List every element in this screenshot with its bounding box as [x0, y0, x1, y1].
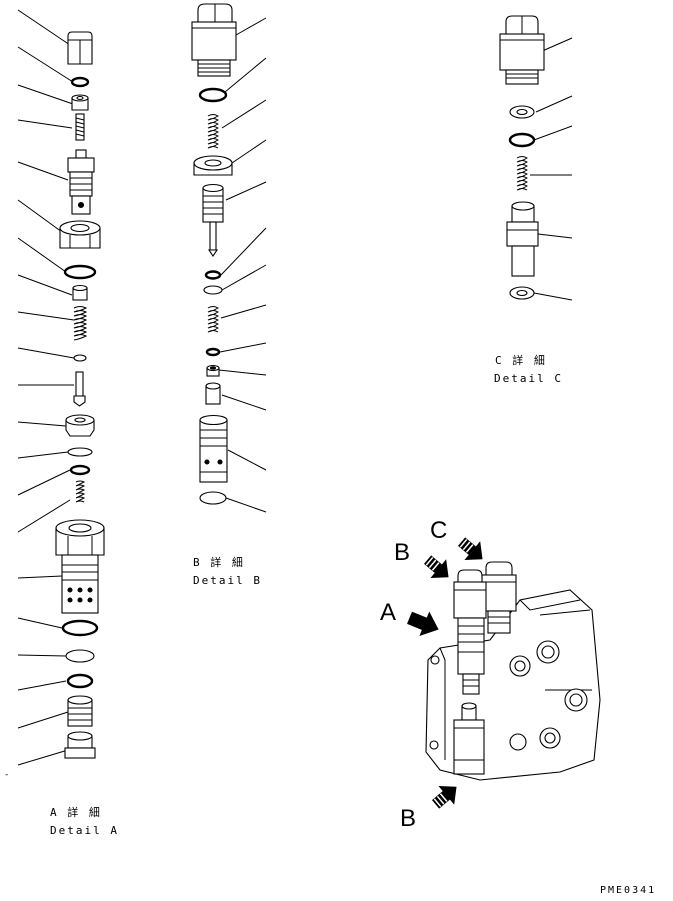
part-a-spring-2: [75, 480, 86, 503]
detail-b-leader-lines: [218, 17, 267, 513]
part-c-relief-valve-head: [499, 15, 545, 85]
part-b-poppet: [202, 183, 224, 257]
part-a-spring-1: [73, 306, 88, 341]
assembly-valve-bottom: [453, 702, 485, 775]
detail-a-caption-en: Detail A: [50, 824, 119, 837]
part-a-oring-5: [66, 673, 94, 689]
arrow-b-top-icon: [424, 555, 449, 579]
part-a-oring-4: [61, 619, 99, 637]
assembly-valve-c: [481, 561, 517, 634]
part-a-oring-2: [63, 264, 97, 280]
part-a-oring-1: [70, 76, 90, 88]
part-a-lock-nut: [59, 220, 101, 249]
part-b-oring-2: [204, 270, 222, 280]
detail-b-caption-jp: B 詳 細: [193, 555, 245, 569]
part-a-cartridge: [55, 519, 105, 614]
part-a-cap: [67, 31, 93, 65]
valve-block-body: [425, 589, 601, 781]
arrow-a-icon: [407, 611, 439, 637]
part-b-backup-ring: [203, 285, 223, 295]
detail-a-dash: -: [4, 770, 9, 780]
part-a-plug: [72, 284, 88, 301]
part-a-pin: [73, 371, 86, 407]
detail-c-caption-en: Detail C: [494, 372, 563, 385]
detail-c-leader-lines: [530, 37, 573, 301]
part-c-washer-1: [509, 105, 535, 119]
part-a-nut-small: [71, 94, 89, 111]
part-c-spring: [516, 156, 528, 191]
detail-c-group: C 詳 細 Detail C: [494, 15, 573, 385]
part-b-oring-3: [205, 347, 221, 357]
part-b-retainer: [206, 364, 220, 377]
part-b-washer: [199, 491, 227, 505]
assembly-label-c: C: [430, 517, 447, 544]
part-b-piston: [205, 382, 221, 405]
part-b-cartridge: [199, 414, 228, 483]
detail-a-group: - A 詳 細 Detail A: [4, 9, 119, 837]
part-a-screw: [75, 113, 85, 141]
part-a-backup-ring: [67, 447, 93, 457]
part-a-sleeve: [67, 695, 93, 727]
part-a-valve-body: [67, 149, 95, 215]
part-b-relief-valve-head: [191, 3, 237, 77]
detail-b-group: B 詳 細 Detail B: [191, 3, 267, 587]
part-c-piston: [506, 201, 539, 277]
assembly-valve-b-top: [453, 569, 487, 695]
valve-assembly-view: C B A B: [380, 517, 601, 832]
part-c-washer-2: [509, 286, 535, 300]
part-a-plug-bottom: [64, 731, 96, 759]
part-b-lock-nut: [193, 155, 233, 176]
arrow-b-bottom-icon: [432, 785, 457, 809]
part-a-washer-1: [73, 354, 87, 362]
part-b-oring-1: [198, 87, 228, 103]
part-a-washer-2: [65, 649, 95, 663]
drawing-code: PME0341: [600, 885, 656, 896]
detail-b-caption-en: Detail B: [193, 574, 262, 587]
part-a-seat: [65, 414, 95, 437]
arrow-c-icon: [458, 537, 483, 561]
part-a-oring-3: [69, 464, 91, 476]
detail-a-leader-lines: [17, 9, 75, 766]
assembly-label-a: A: [380, 599, 396, 626]
part-b-spring-2: [207, 306, 219, 333]
assembly-label-b-top: B: [394, 539, 410, 566]
assembly-label-b-bottom: B: [400, 805, 416, 832]
part-b-spring-1: [207, 114, 219, 149]
part-c-oring: [508, 132, 536, 148]
detail-c-caption-jp: C 詳 細: [495, 353, 547, 367]
detail-a-caption-jp: A 詳 細: [50, 805, 102, 819]
